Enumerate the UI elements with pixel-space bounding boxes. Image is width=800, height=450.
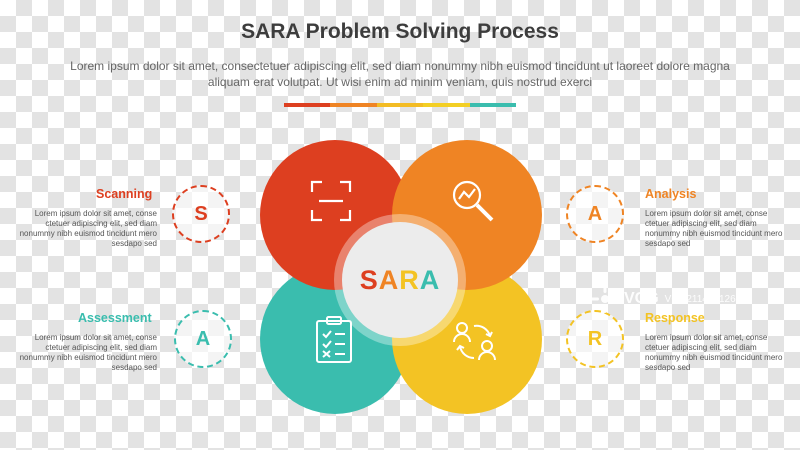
people-exchange-icon: [453, 322, 496, 361]
sara-letter: A: [378, 264, 400, 295]
response-description: Lorem ipsum dolor sit amet, conse ctetue…: [645, 333, 783, 372]
clipboard-checklist-icon: [316, 316, 352, 363]
sara-letter: S: [359, 264, 379, 295]
scanning-description: Lorem ipsum dolor sit amet, conse ctetue…: [19, 209, 157, 248]
sara-letter: R: [399, 264, 420, 295]
response-label: Response: [645, 311, 705, 325]
watermark-id: VCG211489126343: [664, 293, 753, 305]
analysis-label: Analysis: [645, 187, 697, 201]
page-subtitle: Lorem ipsum dolor sit amet, consectetuer…: [70, 59, 730, 89]
color-bar-segment: [376, 103, 424, 107]
color-bar: [284, 103, 517, 107]
watermark-brand: VCG: [624, 290, 659, 307]
watermark: VCG VCG211489126343: [590, 284, 752, 314]
color-bar-segment: [330, 103, 377, 107]
vcg-logo-icon: [591, 285, 619, 313]
scan-frame-icon: [310, 180, 352, 222]
assessment-description: Lorem ipsum dolor sit amet, conse ctetue…: [19, 333, 157, 372]
scanning-label: Scanning: [96, 187, 153, 201]
assessment-label: Assessment: [78, 311, 152, 325]
analysis-letter-badge: A: [566, 185, 624, 243]
page-title: SARA Problem Solving Process: [241, 20, 559, 43]
sara-letter: A: [419, 264, 441, 295]
assessment-letter-badge: A: [174, 310, 232, 368]
color-bar-segment: [423, 103, 470, 107]
response-letter-badge: R: [566, 310, 624, 368]
scanning-letter-badge: S: [172, 185, 230, 243]
color-bar-segment: [284, 103, 331, 107]
magnifier-analysis-icon: [452, 180, 494, 222]
color-bar-segment: [469, 103, 517, 107]
analysis-description: Lorem ipsum dolor sit amet, conse ctetue…: [645, 209, 783, 248]
